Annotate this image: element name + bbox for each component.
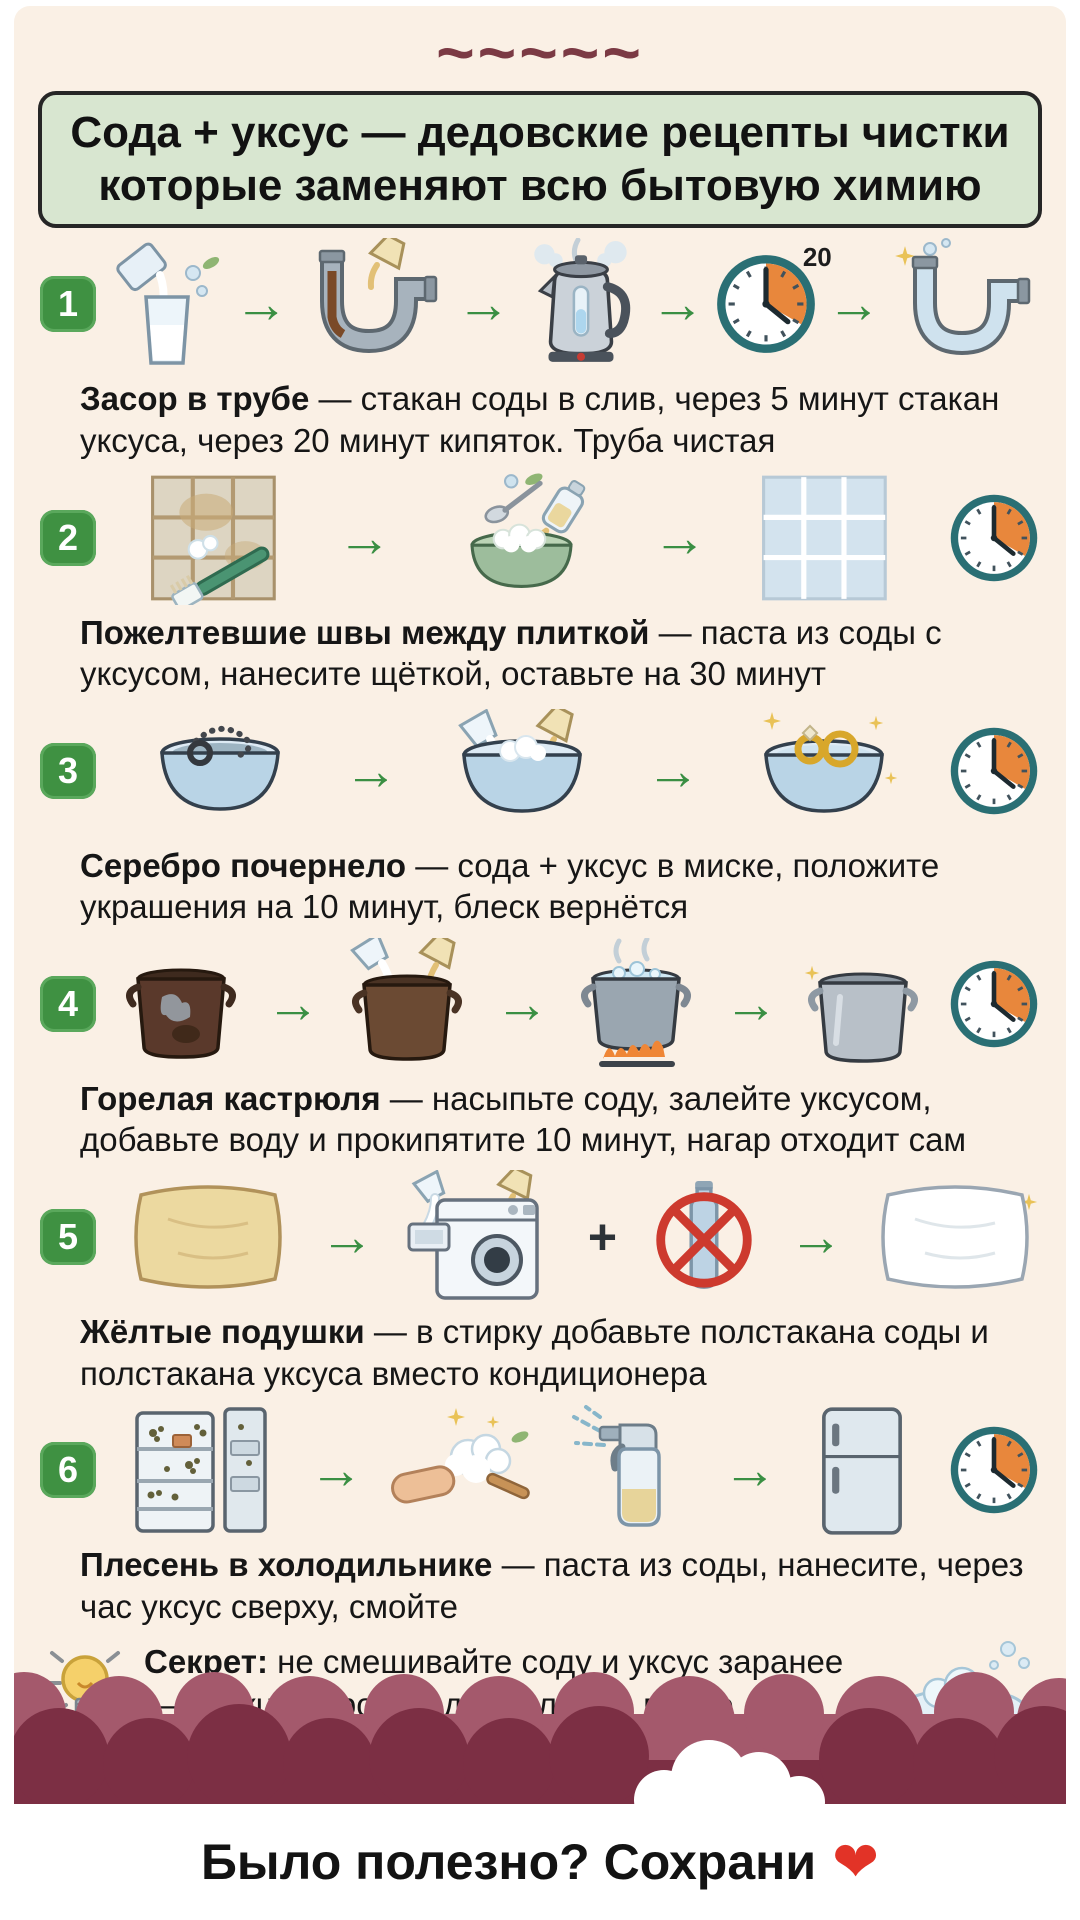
arrow-right-icon: → xyxy=(495,973,549,1034)
arrow-right-icon: → xyxy=(309,1440,364,1501)
plus-sign: + xyxy=(587,1209,618,1266)
wiping-paste-illustration xyxy=(390,1408,530,1504)
shiny-rings-bowl-illustration xyxy=(763,711,898,813)
timer-clock-icon xyxy=(948,725,1040,817)
step-3-caption-bold: Серебро почернело xyxy=(80,846,407,884)
arrow-right-icon: → xyxy=(456,274,511,335)
step-4-badge: 4 xyxy=(40,975,96,1032)
footer-banner: Было полезно? Сохрани ❤ xyxy=(0,1804,1080,1920)
timer-20-minutes: 20 xyxy=(714,242,832,356)
soda-into-glass-illustration xyxy=(116,242,220,366)
arrow-right-icon: → xyxy=(319,1207,374,1268)
step-4-caption-text: — насыпьте соду, залейте уксусом, добавь… xyxy=(80,1079,967,1159)
yellow-pillow-illustration xyxy=(134,1185,282,1289)
step-1-badge: 1 xyxy=(40,276,96,333)
cream-panel: ~~~~~ Сода + уксус — дедовские рецепты ч… xyxy=(14,6,1066,1804)
dirty-tiles-toothbrush-illustration xyxy=(151,475,276,605)
step-2: 2 → xyxy=(38,468,1042,695)
squiggle-decoration: ~~~~~ xyxy=(436,15,644,89)
footer-text: Было полезно? Сохрани xyxy=(200,1834,817,1890)
step-6: 6 xyxy=(38,1400,1042,1627)
step-2-caption-text: — паста из соды с уксусом, нанесите щётк… xyxy=(80,613,942,693)
step-4-caption-bold: Горелая кастрюля xyxy=(80,1079,381,1117)
moldy-fridge-illustration xyxy=(134,1407,267,1533)
clean-tiles-illustration xyxy=(761,475,887,600)
step-1: 1 → xyxy=(38,234,1042,461)
step-1-caption-bold: Засор в трубе xyxy=(80,380,310,418)
arrow-right-icon: → xyxy=(266,973,320,1034)
arrow-right-icon: → xyxy=(344,740,398,801)
title-line-1: Сода + уксус — дедовские рецепты чистки xyxy=(70,107,1010,157)
step-2-badge: 2 xyxy=(40,509,96,566)
step-6-caption-bold: Плесень в холодильнике xyxy=(80,1546,493,1584)
title-box: Сода + уксус — дедовские рецепты чистки … xyxy=(38,90,1042,229)
step-1-caption: Засор в трубе — стакан соды в слив, чере… xyxy=(80,378,1036,461)
arrow-right-icon: → xyxy=(724,973,778,1034)
boiling-pot-illustration xyxy=(581,937,691,1067)
arrow-right-icon: → xyxy=(646,740,700,801)
step-5-caption: Жёлтые подушки — в стирку добавьте полст… xyxy=(80,1311,1036,1394)
step-3-badge: 3 xyxy=(40,742,96,799)
arrow-right-icon: → xyxy=(722,1440,777,1501)
clean-pipe-illustration xyxy=(895,238,1031,356)
step-1-caption-text: — стакан соды в слив, через 5 минут стак… xyxy=(80,380,1000,459)
kettle-illustration xyxy=(533,238,630,363)
arrow-right-icon: → xyxy=(234,274,289,335)
step-4-caption: Горелая кастрюля — насыпьте соду, залейт… xyxy=(80,1078,1036,1161)
step-3-caption-text: — сода + уксус в миске, положите украшен… xyxy=(80,846,940,926)
arrow-right-icon: → xyxy=(789,1207,844,1268)
step-3-caption: Серебро почернело — сода + уксус в миске… xyxy=(80,845,1036,928)
clean-fridge-illustration xyxy=(822,1407,903,1535)
timer-label: 20 xyxy=(802,242,832,273)
heart-icon: ❤ xyxy=(832,1830,880,1893)
timer-clock-icon xyxy=(948,492,1040,584)
white-pillow-illustration xyxy=(881,1185,1038,1289)
step-5-caption-bold: Жёлтые подушки xyxy=(80,1313,365,1351)
clogged-pipe-vinegar-illustration xyxy=(319,238,438,354)
step-5-caption-text: — в стирку добавьте полстакана соды и по… xyxy=(80,1313,989,1392)
step-5-badge: 5 xyxy=(40,1209,96,1266)
burnt-pot-illustration xyxy=(126,968,236,1059)
timer-clock-icon xyxy=(948,958,1040,1050)
step-4: 4 → xyxy=(38,934,1042,1161)
pot-pouring-illustration xyxy=(350,937,462,1061)
no-fabric-softener-illustration xyxy=(656,1180,752,1289)
step-6-caption-text: — паста из соды, нанесите, через час укс… xyxy=(80,1546,1024,1625)
cloud-border-decoration xyxy=(14,1672,1066,1804)
arrow-right-icon: → xyxy=(337,507,392,568)
spray-bottle-illustration xyxy=(572,1405,661,1527)
arrow-right-icon: → xyxy=(826,274,881,335)
pouring-soda-vinegar-bowl-illustration xyxy=(458,708,582,813)
step-6-caption: Плесень в холодильнике — паста из соды, … xyxy=(80,1544,1036,1627)
tarnished-silver-bowl-illustration xyxy=(160,725,280,811)
mixing-paste-bowl-illustration xyxy=(470,473,586,588)
arrow-right-icon: → xyxy=(652,507,707,568)
arrow-right-icon: → xyxy=(650,274,705,335)
step-3: 3 → xyxy=(38,701,1042,928)
step-2-caption: Пожелтевшие швы между плиткой — паста из… xyxy=(80,612,1036,695)
clean-pot-illustration xyxy=(804,965,918,1063)
timer-clock-icon xyxy=(948,1424,1040,1516)
step-2-caption-bold: Пожелтевшие швы между плиткой xyxy=(80,613,650,651)
washing-machine-illustration xyxy=(407,1170,539,1300)
title-line-2: которые заменяют всю бытовую химию xyxy=(98,160,982,210)
step-5: 5 → xyxy=(38,1167,1042,1394)
step-6-badge: 6 xyxy=(40,1442,96,1499)
